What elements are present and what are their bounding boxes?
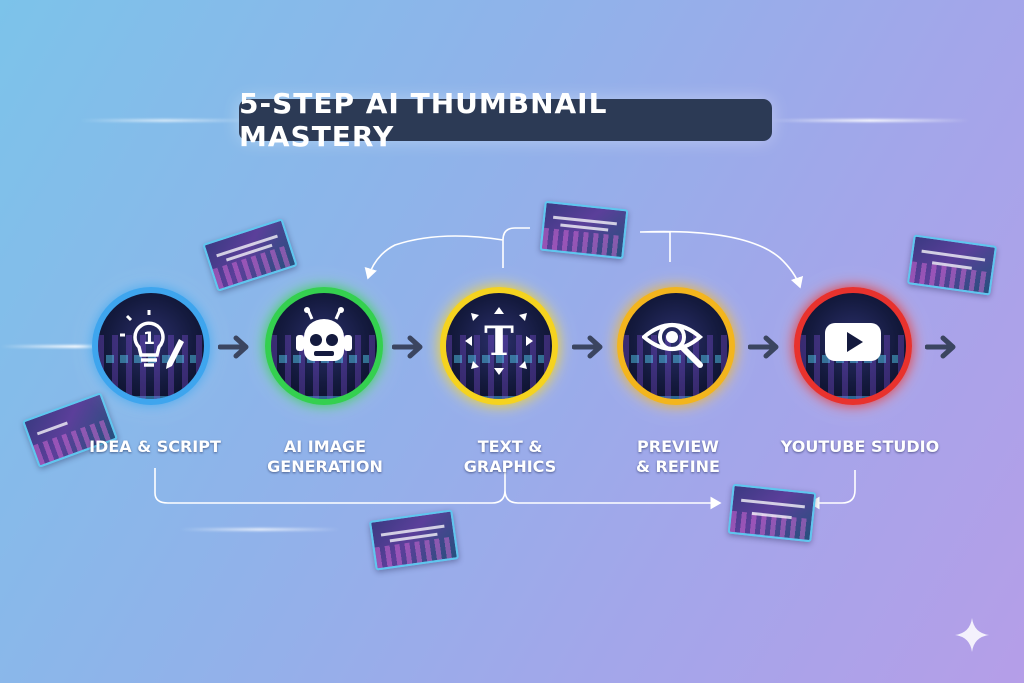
light-streak-title-left	[80, 119, 250, 122]
page-title: 5-STEP AI THUMBNAIL MASTERY	[239, 87, 608, 153]
step-label-ai-image-generation: AI IMAGE GENERATION	[267, 437, 383, 476]
step-circle-youtube-studio	[794, 287, 912, 405]
eye-magnifier-icon	[642, 323, 704, 368]
step-circle-preview-refine	[617, 287, 735, 405]
step-label-text-graphics: TEXT & GRAPHICS	[463, 437, 557, 476]
youtube-play-icon	[825, 323, 881, 361]
loop-bottom	[154, 468, 720, 503]
loop-bottom-right	[808, 470, 856, 510]
text-glyph: T	[484, 318, 514, 365]
step-circle-text-graphics: T	[440, 287, 558, 405]
flow-arrow-icon	[218, 335, 249, 359]
step-number-badge: 1	[143, 329, 155, 349]
flow-arrow-icon	[748, 335, 779, 359]
flow-arrow-icon	[392, 335, 423, 359]
light-streak-title-right	[770, 119, 970, 122]
robot-head-icon	[296, 307, 352, 361]
thumbnail-card	[727, 483, 817, 543]
flow-arrow-icon	[572, 335, 603, 359]
lightbulb-pencil-icon: 1	[120, 310, 184, 369]
title-banner: 5-STEP AI THUMBNAIL MASTERY	[239, 87, 772, 153]
sparkle-icon	[955, 618, 989, 652]
step-circle-ai-image-generation	[265, 287, 383, 405]
step-label-idea-script: IDEA & SCRIPT	[89, 437, 221, 456]
text-transform-icon: T	[465, 307, 533, 375]
light-streak-left	[0, 345, 150, 348]
loop-top-right	[639, 230, 800, 287]
loop-top-left	[368, 227, 530, 278]
step-label-preview-refine: PREVIEW & REFINE	[636, 437, 720, 476]
step-circle-idea-script: 1	[92, 287, 210, 405]
thumbnail-card	[539, 200, 629, 260]
step-label-youtube-studio: YOUTUBE STUDIO	[780, 437, 940, 456]
flow-arrow-icon	[925, 335, 956, 359]
light-streak-bottom	[180, 528, 340, 531]
